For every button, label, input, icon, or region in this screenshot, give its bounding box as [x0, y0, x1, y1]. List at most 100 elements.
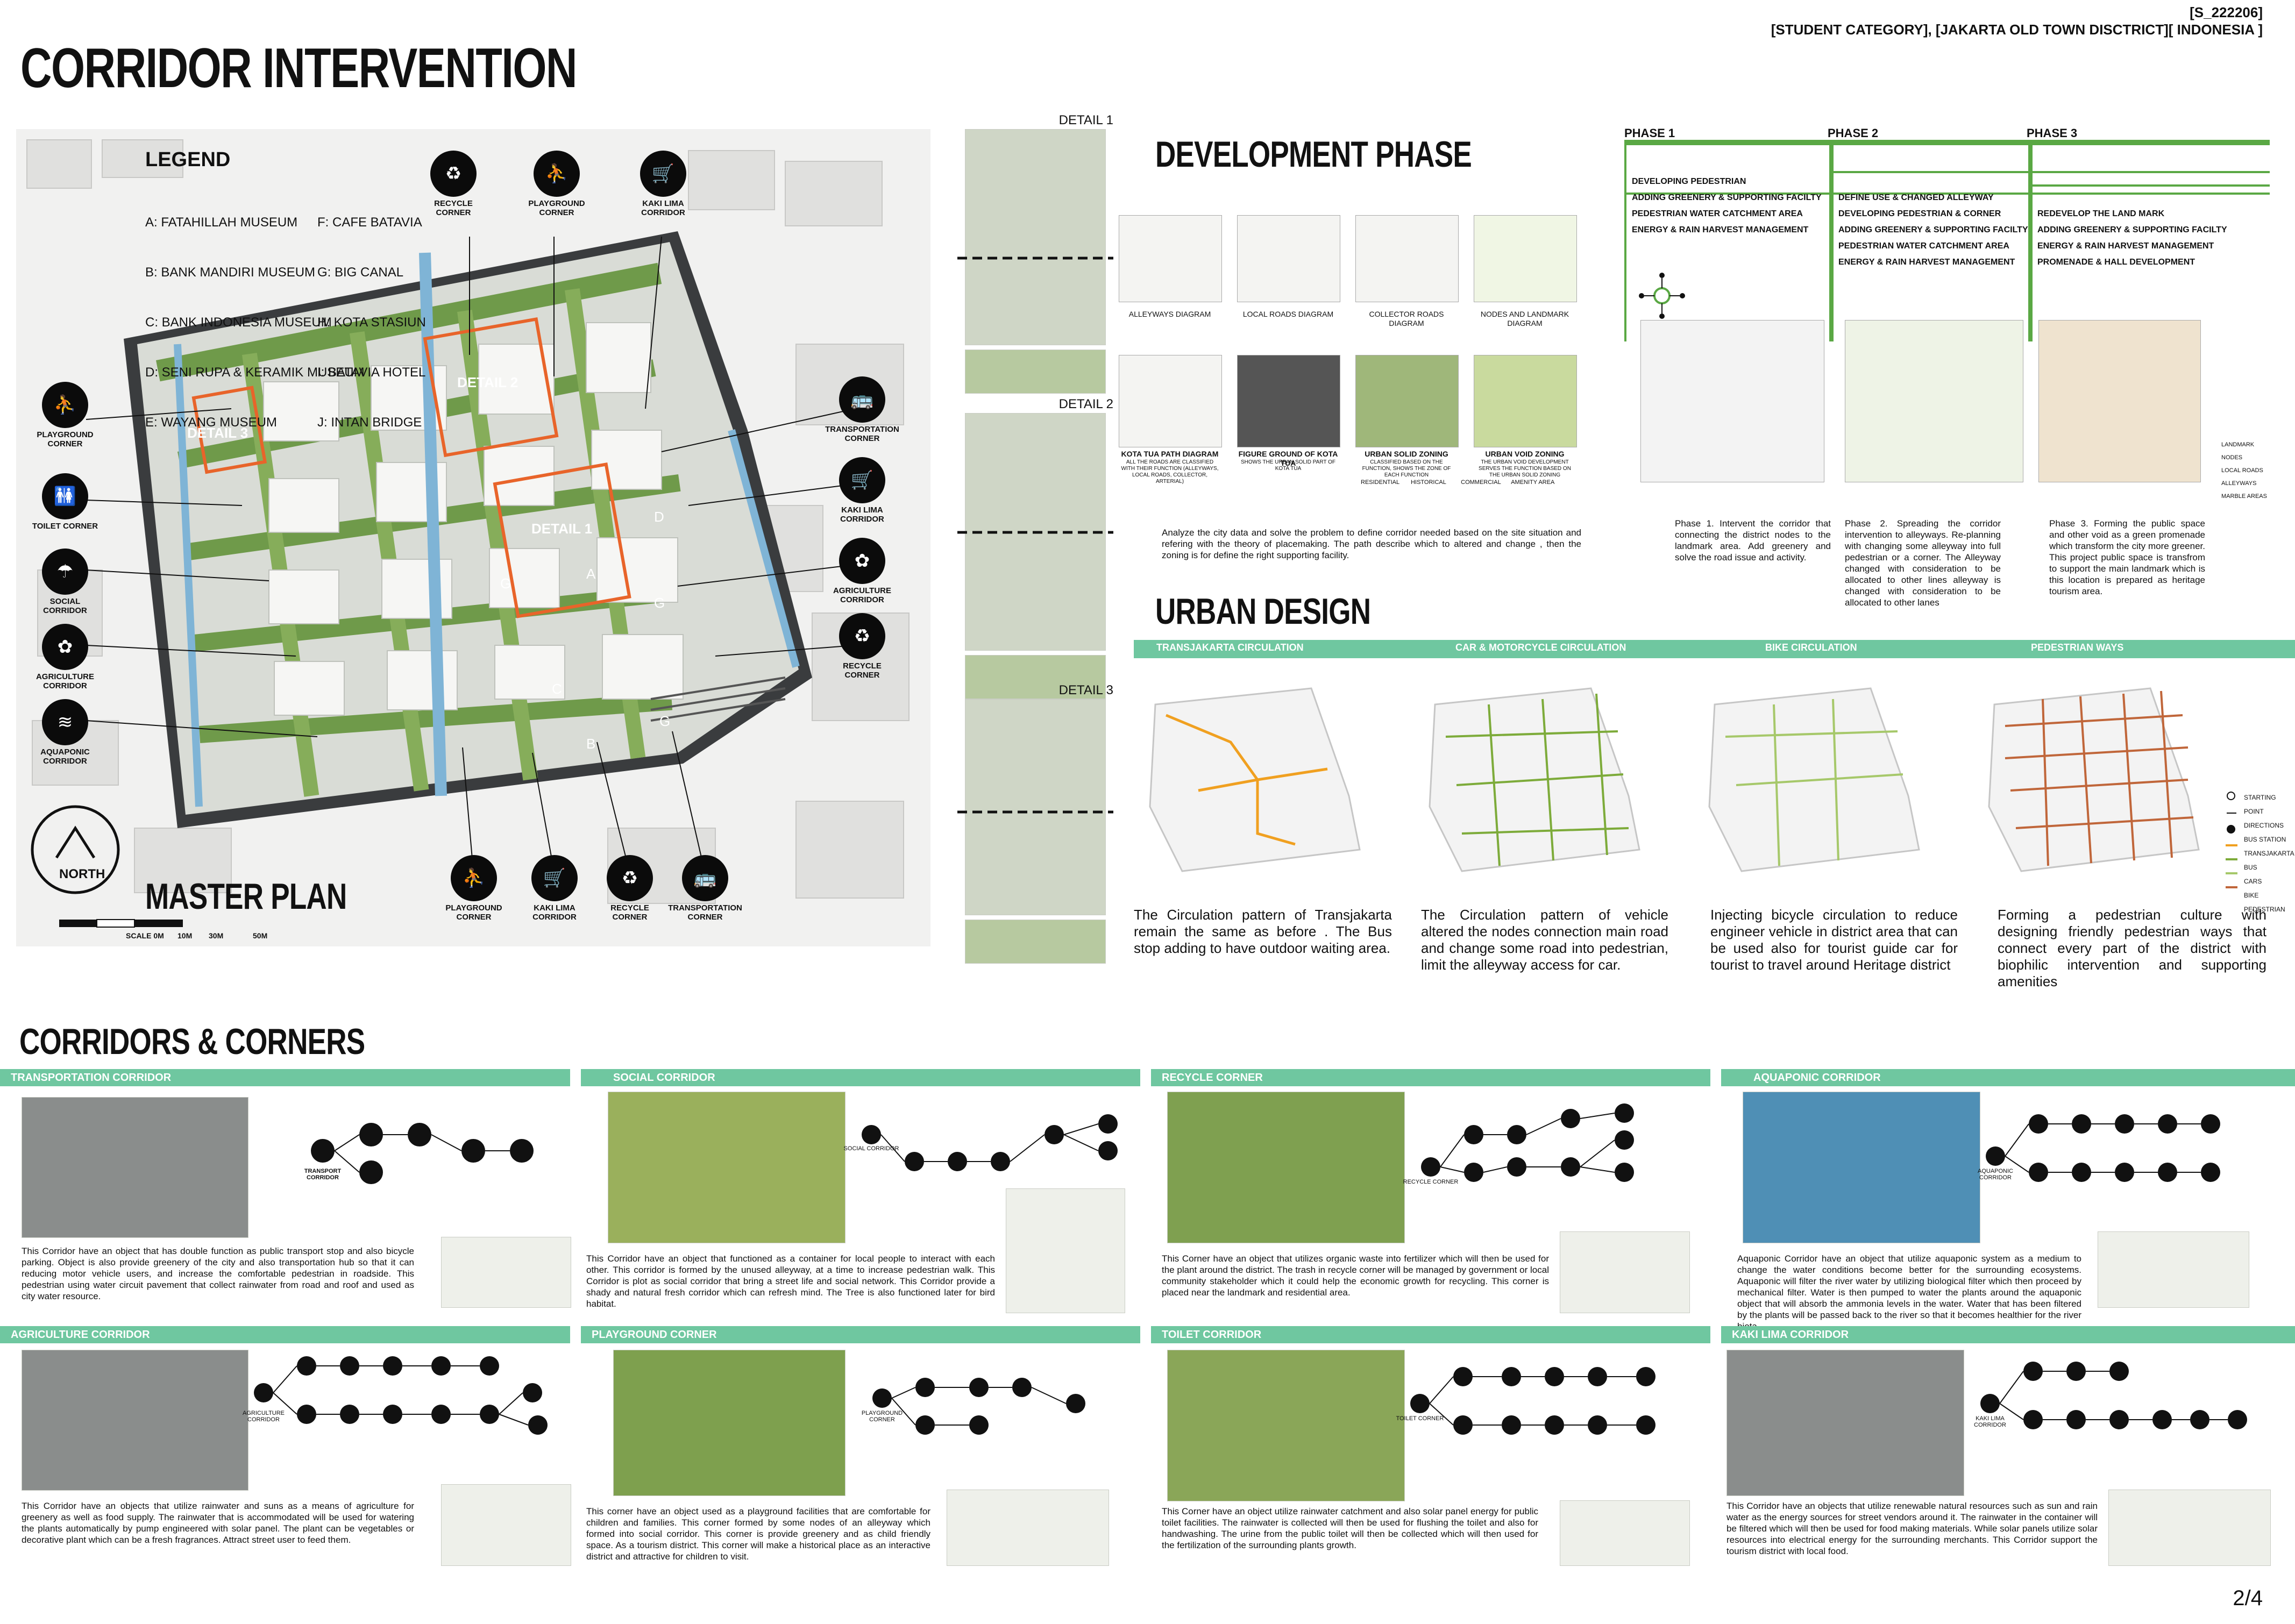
corridor-section-kaki-lima	[2108, 1490, 2271, 1566]
page-title: CORRIDOR INTERVENTION	[20, 37, 577, 99]
corridor-tab-social[interactable]: SOCIAL CORRIDOR	[581, 1069, 1140, 1086]
playground-icon[interactable]: ⛹	[451, 855, 497, 901]
corridor-tab-transportation[interactable]: TRANSPORTATION CORRIDOR	[0, 1069, 570, 1086]
scale-label: 10M	[177, 931, 193, 940]
detail-title: DETAIL 3	[1058, 683, 1113, 697]
section-cut-lines	[957, 257, 1113, 814]
diagram-alleyways	[1119, 215, 1222, 302]
corridor-tab-playground[interactable]: PLAYGROUND CORNER	[581, 1326, 1140, 1343]
phase-item: DEVELOPING PEDESTRIAN & CORNER	[1838, 209, 2001, 218]
phase-items: REDEVELOP THE LAND MARK ADDING GREENERY …	[2037, 206, 2227, 270]
diagram-subcaption: CLASSIFIED BASED ON THE FUNCTION, SHOWS …	[1362, 459, 1451, 478]
diagram-urban-solid	[1355, 355, 1459, 447]
north-label: NORTH	[59, 867, 105, 881]
masterplan-label: MASTER PLAN	[145, 876, 347, 917]
icon-label: KAKI LIMA CORRIDOR	[840, 505, 884, 524]
diagram-caption: URBAN VOID ZONING	[1485, 450, 1565, 458]
legend-item: A: FATAHILLAH MUSEUM	[145, 215, 298, 230]
detail-section-image	[965, 920, 1106, 964]
phase-item: ENERGY & RAIN HARVEST MANAGEMENT	[1632, 225, 1809, 234]
project-id: [S_222206]	[2190, 4, 2263, 20]
legend-item: I: BATAVIA HOTEL	[317, 365, 426, 380]
phase-text: Phase 2. Spreading the corridor interven…	[1845, 518, 2001, 608]
zoning-legend-item: COMMERCIAL	[1461, 479, 1501, 486]
cart-icon[interactable]: 🛒	[531, 855, 578, 901]
tab-bike[interactable]: BIKE CIRCULATION	[1765, 642, 1857, 653]
phase-legend-item: MARBLE AREAS	[2221, 493, 2267, 500]
diagram-caption: LOCAL ROADS DIAGRAM	[1242, 310, 1334, 318]
phase-legend-item: LANDMARK	[2221, 441, 2255, 448]
icon-label: KAKI LIMA CORRIDOR	[641, 199, 685, 217]
tab-car-motorcycle[interactable]: CAR & MOTORCYCLE CIRCULATION	[1455, 642, 1626, 653]
cart-icon[interactable]: 🛒	[640, 151, 686, 197]
legend-title: LEGEND	[145, 148, 231, 171]
diagram-collector-roads	[1355, 215, 1459, 302]
bus-icon[interactable]: 🚌	[682, 855, 728, 901]
corridor-render-playground	[613, 1350, 845, 1496]
phase-item: PROMENADE & HALL DEVELOPMENT	[2037, 258, 2195, 267]
urban-design-title: URBAN DESIGN	[1155, 591, 1371, 632]
tab-transjakarta[interactable]: TRANSJAKARTA CIRCULATION	[1156, 642, 1304, 653]
zoning-legend-item: HISTORICAL	[1411, 479, 1446, 486]
circulation-legend-item: TRANSJAKARTA BUS	[2244, 850, 2294, 871]
diagram-caption: URBAN SOLID ZONING	[1365, 450, 1448, 458]
legend-item: E: WAYANG MUSEUM	[145, 415, 277, 430]
map-letter: G	[654, 595, 665, 611]
corridor-tab-recycle[interactable]: RECYCLE CORNER	[1151, 1069, 1710, 1086]
circulation-text: The Circulation pattern of Transjakarta …	[1134, 907, 1392, 956]
phase-map	[2038, 320, 2201, 482]
phase-legend-item: NODES	[2221, 454, 2243, 461]
diagram-figure-ground	[1237, 355, 1340, 447]
corridor-text: Aquaponic Corridor have an object that u…	[1737, 1253, 2081, 1331]
diagram-caption: KOTA TUA PATH DIAGRAM	[1121, 450, 1219, 458]
corridor-render-agriculture	[22, 1350, 248, 1491]
corridor-tab-aquaponic[interactable]: AQUAPONIC CORRIDOR	[1721, 1069, 2295, 1086]
diagram-subcaption: ALL THE ROADS ARE CLASSIFIED WITH THEIR …	[1121, 459, 1219, 485]
recycle-icon[interactable]: ♻	[839, 613, 885, 659]
corridor-text: This Corridor have an object that functi…	[586, 1253, 995, 1309]
detail-section-image	[965, 655, 1106, 699]
corridor-section-transportation	[441, 1237, 571, 1308]
legend-item: C: BANK INDONESIA MUSEUM	[145, 315, 332, 330]
flow-label: SOCIAL CORRIDOR	[843, 1145, 899, 1152]
cart-icon[interactable]: 🛒	[839, 457, 885, 503]
corridor-text: This Corridor have an object that has do…	[22, 1246, 414, 1301]
corridor-text: This Corner have an object that utilizes…	[1162, 1253, 1549, 1298]
phase-name: PHASE 1	[1624, 126, 1675, 140]
recycle-icon[interactable]: ♻	[607, 855, 653, 901]
circulation-legend-item: PEDESTRIAN	[2244, 906, 2285, 913]
circulation-maps	[1149, 687, 2237, 888]
circulation-text: Injecting bicycle circulation to reduce …	[1710, 907, 1958, 973]
icon-label: TOILET CORNER	[32, 522, 98, 531]
tab-pedestrian[interactable]: PEDESTRIAN WAYS	[2031, 642, 2124, 653]
map-letter: B	[586, 736, 596, 752]
flow-label: RECYCLE CORNER	[1403, 1179, 1459, 1185]
flow-label: KAKI LIMA CORRIDOR	[1974, 1415, 2006, 1428]
toilet-icon[interactable]: 🚻	[42, 473, 88, 519]
plant-icon[interactable]: ✿	[42, 624, 88, 670]
fish-icon[interactable]: ≋	[42, 699, 88, 745]
bus-icon[interactable]: 🚌	[839, 376, 885, 423]
playground-icon[interactable]: ⛹	[42, 382, 88, 428]
corridor-section-toilet	[1560, 1500, 1690, 1566]
map-letter: A	[586, 566, 596, 582]
corridor-text: This Corridor have an objects that utili…	[22, 1501, 414, 1545]
legend-item: H: KOTA STASIUN	[317, 315, 426, 330]
corridor-tab-toilet[interactable]: TOILET CORRIDOR	[1151, 1326, 1710, 1343]
flow-label: AQUAPONIC CORRIDOR	[1977, 1168, 2013, 1181]
plant-icon[interactable]: ✿	[839, 538, 885, 584]
phase-item: ADDING GREENERY & SUPPORTING FACILTY	[2037, 225, 2227, 234]
playground-icon[interactable]: ⛹	[534, 151, 580, 197]
icon-label: TRANSPORTATION CORNER	[668, 903, 742, 922]
social-icon[interactable]: ☂	[42, 549, 88, 595]
legend-item: B: BANK MANDIRI MUSEUM	[145, 265, 316, 280]
corridor-tab-agriculture[interactable]: AGRICULTURE CORRIDOR	[0, 1326, 570, 1343]
phase-item: PEDESTRIAN WATER CATCHMENT AREA	[1632, 209, 1803, 218]
recycle-icon[interactable]: ♻	[430, 151, 477, 197]
circulation-legend-item: STARTING POINT	[2244, 794, 2276, 815]
legend-item: J: INTAN BRIDGE	[317, 415, 422, 430]
corridors-title: CORRIDORS & CORNERS	[19, 1021, 365, 1062]
corridor-tab-kaki-lima[interactable]: KAKI LIMA CORRIDOR	[1721, 1326, 2295, 1343]
corridor-render-recycle	[1167, 1092, 1405, 1243]
circulation-text: The Circulation pattern of vehicle alter…	[1421, 907, 1668, 973]
